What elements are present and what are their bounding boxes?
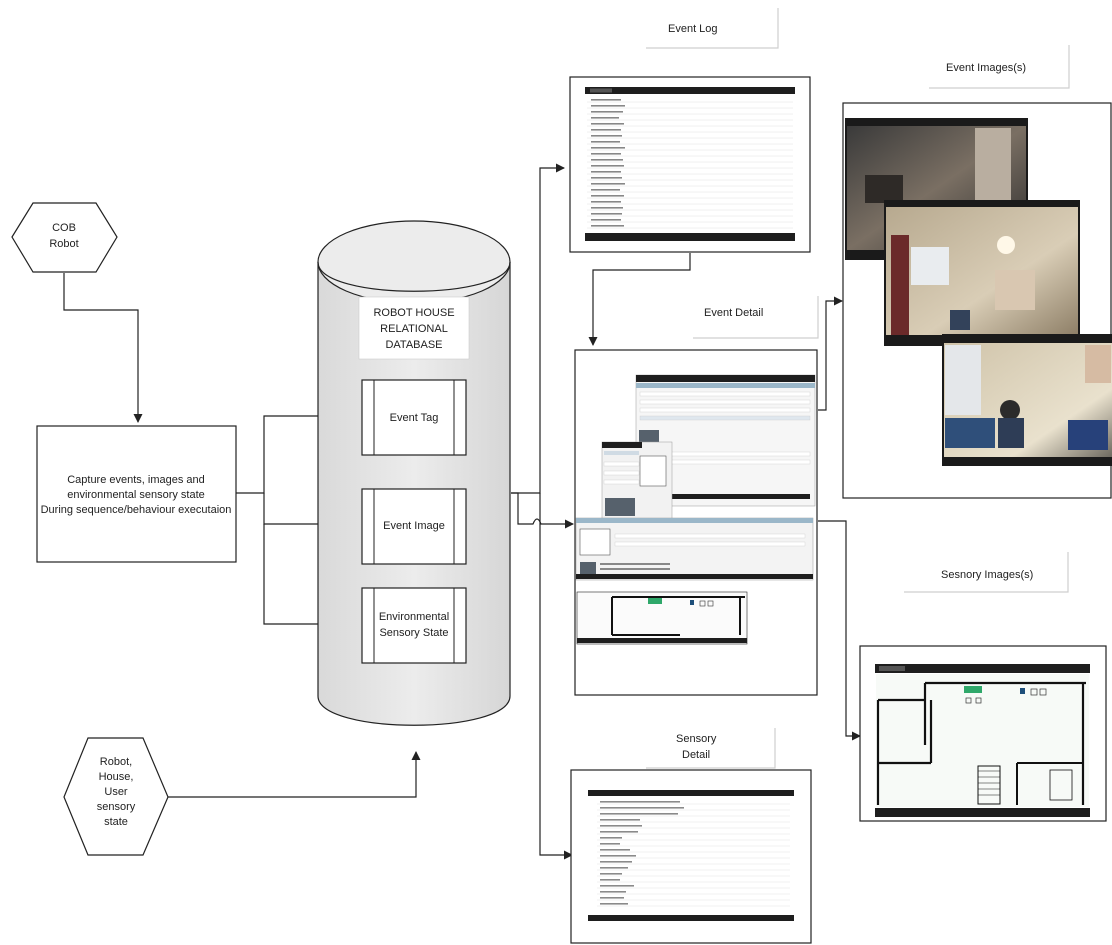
arrow-robot-to-capture [63,273,143,423]
event-image-label: Event Image [383,520,445,532]
sensory-source-label-1: Robot, [100,756,132,768]
sensory-detail-title-2: Detail [682,749,710,761]
env-sensory-state-table: Environmental Sensory State [361,587,467,664]
cob-robot-label-1: COB [52,222,76,234]
arrow-db-to-event-log [511,163,565,494]
event-detail-screenshot [574,349,818,696]
event-log-title: Event Log [668,23,718,35]
sensory-floorplan [876,681,1086,805]
sensory-images-title: Sesnory Images(s) [941,569,1033,581]
sensory-images-screenshot [859,645,1107,822]
sensory-source-label-4: sensory [97,801,136,813]
capture-label-2: environmental sensory state [67,489,205,501]
arrow-log-to-detail [588,253,691,346]
sensory-source-label-5: state [104,816,128,828]
database-title-2: RELATIONAL [380,323,448,335]
database-title-3: DATABASE [385,339,442,351]
detail-panel-2 [601,441,673,523]
connectors [63,163,861,860]
database-cylinder: ROBOT HOUSE RELATIONAL DATABASE Event Ta… [317,220,511,726]
sensory-detail-screenshot [570,769,812,944]
arrow-capture-to-event-tag [236,411,361,494]
env-state-label-1: Environmental [379,611,449,623]
database-title-1: ROBOT HOUSE [373,307,454,319]
event-photo-2 [884,200,1080,346]
event-log-screenshot [569,76,811,253]
event-images-screenshot [842,102,1112,499]
arrow-db-to-sensory-detail [539,493,573,860]
env-state-label-2: Sensory State [379,627,448,639]
title-callouts [646,8,1070,769]
detail-panel-3 [575,517,814,581]
sensory-state-source-node: Robot, House, User sensory state [63,737,169,856]
sensory-source-label-2: House, [99,771,134,783]
capture-label-3: During sequence/behaviour executaion [41,504,232,516]
event-tag-table: Event Tag [361,379,467,456]
sensory-source-label-3: User [104,786,128,798]
sensory-detail-title-1: Sensory [676,733,717,745]
arrow-detail-to-event-images [818,296,843,411]
arrow-sensory-source-to-db [168,751,421,798]
event-photo-3 [942,334,1112,466]
event-image-table: Event Image [361,488,467,565]
capture-label-1: Capture events, images and [67,474,205,486]
detail-floorplan [576,591,748,645]
cob-robot-label-2: Robot [49,238,78,250]
event-tag-label: Event Tag [390,412,439,424]
arrow-db-to-event-detail [511,492,574,529]
capture-node: Capture events, images and environmental… [36,425,237,563]
event-log-rows [587,101,793,229]
cob-robot-node: COB Robot [11,202,118,273]
event-detail-title: Event Detail [704,307,763,319]
arrow-detail-to-sensory-images [818,520,861,741]
event-images-title: Event Images(s) [946,62,1026,74]
